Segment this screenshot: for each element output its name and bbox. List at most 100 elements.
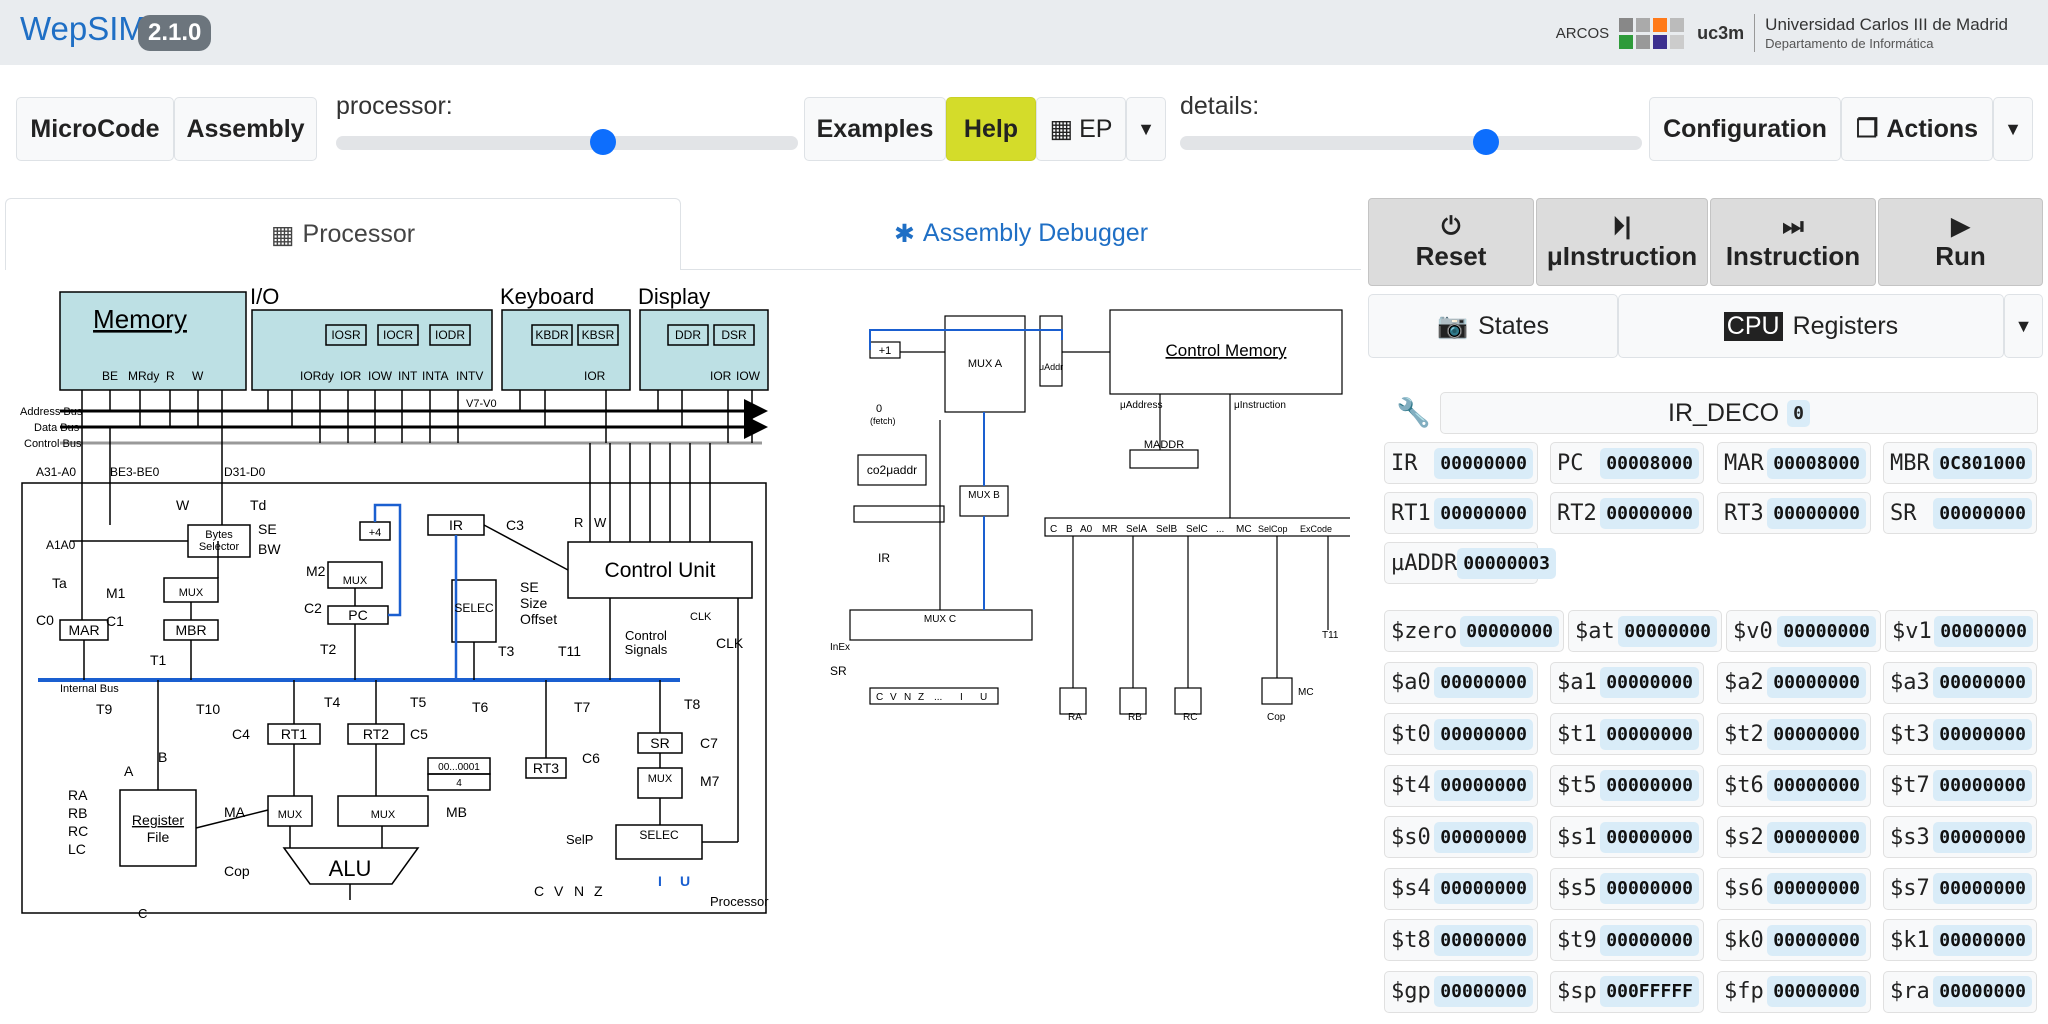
clk-label: CLK — [716, 635, 744, 651]
tab-processor[interactable]: ▦Processor — [5, 198, 681, 270]
address-bus-label: Address Bus — [20, 406, 83, 418]
microcode-button[interactable]: MicroCode — [16, 97, 174, 161]
register-name: $t7 — [1890, 773, 1930, 798]
instruction-button[interactable]: ⏭Instruction — [1710, 198, 1876, 286]
label-cop: Cop — [224, 863, 250, 879]
ep-selector-button[interactable]: ▦EP — [1036, 97, 1126, 161]
tab-assembly-debugger[interactable]: ✱Assembly Debugger — [681, 198, 1361, 270]
register-value: 00000000 — [1933, 873, 2032, 904]
field-selb: SelB — [1156, 524, 1177, 535]
wrench-icon[interactable]: 🔧 — [1396, 397, 1431, 428]
processor-caption: Processor — [710, 894, 769, 909]
details-slider-knob[interactable] — [1473, 129, 1499, 155]
ir-deco-field[interactable]: IR_DECO 0 — [1440, 392, 2038, 434]
registers-label: Registers — [1792, 311, 1899, 340]
play-icon: ▶ — [1951, 212, 1970, 240]
a31a0-label: A31-A0 — [36, 465, 76, 479]
register-value: 00000000 — [1600, 718, 1699, 750]
configuration-button[interactable]: Configuration — [1649, 97, 1841, 161]
caret-down-icon: ▼ — [1137, 118, 1155, 139]
label-c-flag: C — [534, 883, 544, 899]
io-pin-ior: IOR — [340, 369, 362, 383]
pc-box-label: PC — [348, 607, 367, 623]
microinstruction-button[interactable]: ⏵|μInstruction — [1536, 198, 1708, 286]
states-button[interactable]: 📷States — [1368, 294, 1618, 358]
processor-slider[interactable] — [336, 129, 798, 155]
uaddr-label: μAddr — [1039, 362, 1063, 372]
register-name: $t0 — [1391, 721, 1431, 747]
ep-dropdown-toggle[interactable]: ▼ — [1126, 97, 1166, 161]
examples-button[interactable]: Examples — [804, 97, 946, 161]
reset-button[interactable]: ⏻Reset — [1368, 198, 1534, 286]
register-value: 00000000 — [1934, 615, 2033, 647]
io-label: I/O — [250, 284, 279, 309]
label-cu-w: W — [594, 515, 607, 530]
app-title[interactable]: WepSIM — [20, 10, 146, 47]
registers-dropdown-toggle[interactable]: ▼ — [2004, 294, 2043, 358]
label-t3: T3 — [498, 643, 515, 659]
register-value: 00000000 — [1434, 770, 1533, 801]
help-button[interactable]: Help — [946, 97, 1036, 161]
actions-dropdown-toggle[interactable]: ▼ — [1993, 97, 2033, 161]
assembly-button[interactable]: Assembly — [174, 97, 317, 161]
control-bus-label: Control Bus — [24, 438, 82, 450]
sr-bit-v: V — [890, 692, 897, 703]
actions-button[interactable]: ❐Actions — [1841, 97, 1993, 161]
top-navbar: WepSIM 2.1.0 ARCOS uc3m Universidad Carl… — [0, 0, 2048, 65]
label-c7: C7 — [700, 735, 718, 751]
processor-slider-knob[interactable] — [590, 129, 616, 155]
register-value: 00000000 — [1600, 924, 1699, 956]
mux-a-label: MUX A — [968, 358, 1003, 370]
register-value: 00000000 — [1434, 447, 1533, 479]
register-value: 00000000 — [1618, 615, 1717, 647]
register-name: $sp — [1557, 979, 1597, 1004]
io-pin-iow: IOW — [368, 369, 393, 383]
details-slider[interactable] — [1180, 129, 1642, 155]
arcos-cubes-icon — [1619, 17, 1687, 49]
d31d0-label: D31-D0 — [224, 465, 266, 479]
run-button[interactable]: ▶Run — [1878, 198, 2043, 286]
